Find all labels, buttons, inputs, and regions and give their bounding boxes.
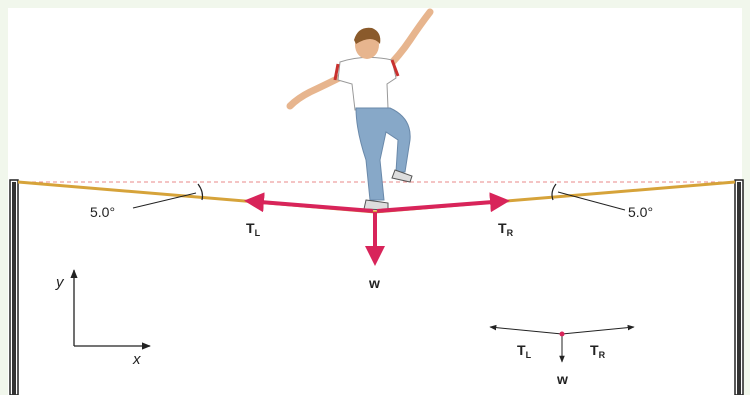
fbd-weight-label: w [556,371,568,387]
fbd-tension-right-arrow [561,324,635,335]
tension-left-label: TL [246,220,261,238]
angle-leader-right [557,191,626,211]
tension-right-arrow [376,192,510,213]
fbd-tension-left-arrow [489,324,563,335]
fbd-tension-right-label: TR [590,342,606,360]
tension-right-label: TR [498,220,514,238]
weight-label: w [368,275,380,291]
angle-arc-right [551,183,557,201]
y-axis-label: y [55,274,65,291]
angle-arc-left [197,183,204,201]
angle-label-left: 5.0° [90,204,115,220]
right-pole [734,179,744,395]
angle-label-right: 5.0° [628,204,653,220]
x-axis-label: x [132,351,141,368]
tightrope-walker-figure [286,8,434,211]
left-pole [9,179,19,395]
free-body-diagram: TL TR w [489,324,635,387]
fbd-tension-left-label: TL [517,342,532,360]
angle-leader-left [132,192,197,209]
fbd-point [559,331,565,337]
tension-left-arrow [244,192,374,213]
